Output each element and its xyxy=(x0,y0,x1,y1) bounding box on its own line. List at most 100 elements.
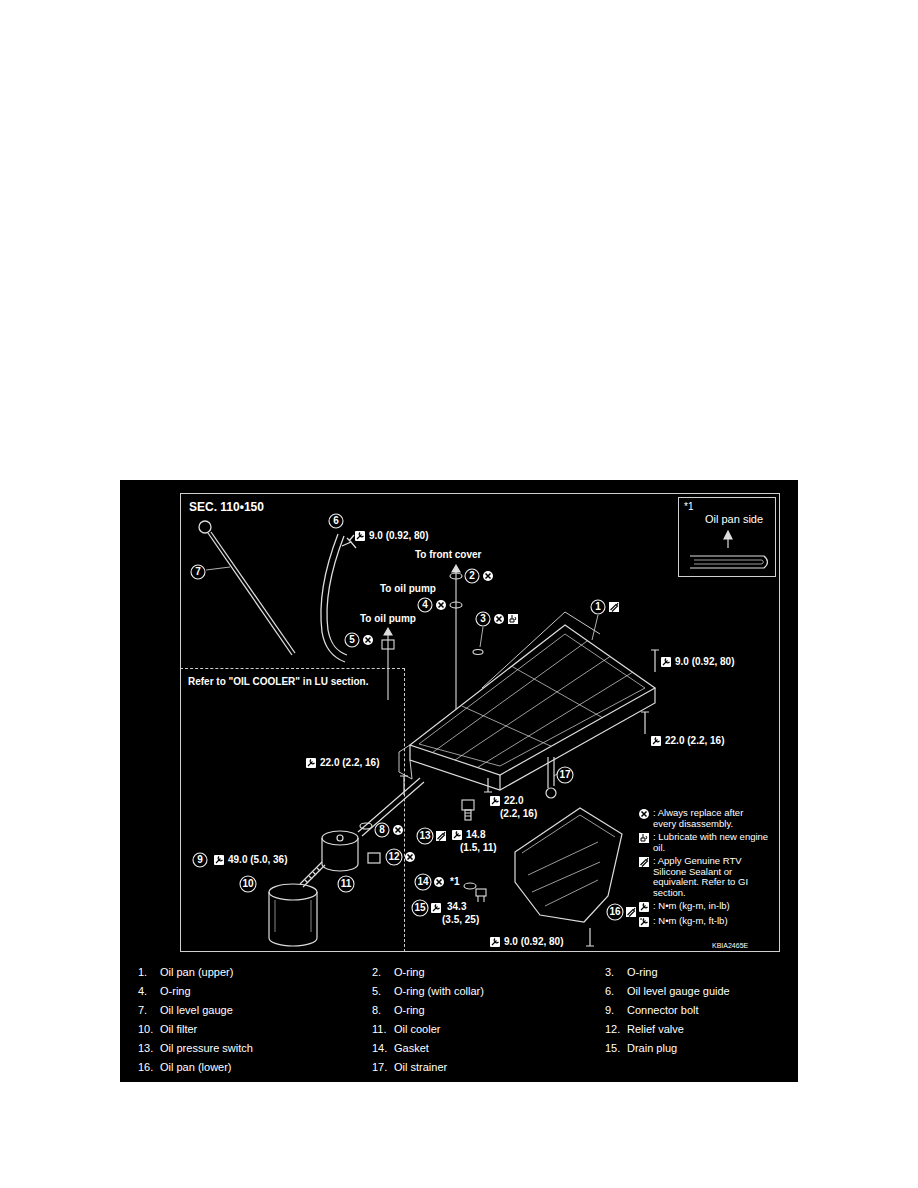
table-cell: Oil filter xyxy=(160,1023,197,1036)
callout-number: 5 xyxy=(343,633,361,647)
oil-pump-orings xyxy=(384,628,392,635)
callout-circle xyxy=(557,767,573,783)
sealant-symbol xyxy=(436,831,446,841)
table-cell: 13. xyxy=(138,1042,153,1055)
oil-cooler-assembly xyxy=(337,835,343,841)
table-cell: 15. xyxy=(605,1042,620,1055)
gauge-guide xyxy=(342,542,356,548)
node-heading: SEC. 110•150 xyxy=(181,494,272,514)
torque-value: 49.0 (5.0, 36) xyxy=(228,854,287,866)
sealant-symbol xyxy=(628,908,636,917)
oil-pump-orings xyxy=(450,573,462,579)
oil-cooler-assembly xyxy=(305,868,320,883)
legend-symbol xyxy=(638,856,650,868)
part-note: (3.5, 25) xyxy=(442,914,479,926)
oil-pressure-switch xyxy=(465,813,471,816)
callout-number: 16 xyxy=(606,905,624,919)
pan-bolts xyxy=(651,650,659,672)
oil-cooler-assembly xyxy=(269,884,317,900)
torque-symbol xyxy=(306,758,316,768)
oil-cooler-assembly xyxy=(269,892,317,946)
table-cell: Gasket xyxy=(394,1042,429,1055)
torque-symbol xyxy=(433,905,440,912)
inset-clamp xyxy=(724,531,732,539)
oil-pump-orings xyxy=(480,627,483,647)
table-cell: 9. xyxy=(605,1004,614,1017)
oil-pan-upper xyxy=(399,745,412,779)
part-note: To oil pump xyxy=(380,583,436,595)
table-cell: Oil pressure switch xyxy=(160,1042,253,1055)
legend-row: : Apply Genuine RTV Silicone Sealant or … xyxy=(638,856,780,898)
table-cell: O-ring (with collar) xyxy=(394,985,484,998)
legend-row: : Lubricate with new engine oil. xyxy=(638,832,780,853)
oil-pan-upper xyxy=(462,667,603,747)
torque-symbol xyxy=(214,855,224,865)
torque-symbol xyxy=(490,937,500,947)
torque-symbol xyxy=(653,738,660,745)
oil-level-gauge xyxy=(206,567,230,570)
table-cell: 3. xyxy=(605,966,614,979)
legend-text: : Apply Genuine RTV Silicone Sealant or … xyxy=(653,856,769,898)
oil-pressure-switch xyxy=(462,800,474,810)
table-cell: Oil pan (lower) xyxy=(160,1061,232,1074)
table-cell: 5. xyxy=(372,985,381,998)
black-panel xyxy=(120,480,798,1082)
callout-circle xyxy=(240,876,256,892)
sealant-symbol xyxy=(609,602,619,612)
part-note: 14.8 xyxy=(466,829,485,841)
replace-symbol xyxy=(396,828,401,833)
pan-bolts xyxy=(484,778,492,792)
table-cell: Drain plug xyxy=(627,1042,677,1055)
part-note: To oil pump xyxy=(360,613,416,625)
callout-circle xyxy=(417,828,433,844)
replace-symbol xyxy=(437,880,442,885)
torque-symbol xyxy=(663,659,670,666)
part-note: *1 xyxy=(450,876,459,888)
table-cell: Oil level gauge guide xyxy=(627,985,730,998)
callout-number: 8 xyxy=(373,823,391,837)
oil-strainer xyxy=(546,788,556,798)
callout-number: 11 xyxy=(337,877,355,891)
replace-symbol xyxy=(408,855,413,860)
table-cell: 16. xyxy=(138,1061,153,1074)
inset-clamp xyxy=(690,531,768,568)
oil-pan-upper xyxy=(433,641,633,768)
legend-text: : N•m (kg-m, ft-lb) xyxy=(653,916,728,927)
symbols xyxy=(191,514,671,947)
sealant-symbol xyxy=(436,831,446,841)
part-note: (1.5, 11) xyxy=(460,842,497,854)
part-note: To front cover xyxy=(415,549,481,561)
table-cell: 10. xyxy=(138,1023,153,1036)
oil-pan-upper xyxy=(410,625,655,775)
callout-number: 7 xyxy=(189,565,207,579)
oil-strainer xyxy=(546,757,557,798)
replace-symbol xyxy=(405,852,415,862)
table-cell: O-ring xyxy=(394,966,425,979)
detail-inset: *1Oil pan side xyxy=(678,497,776,577)
oil-pressure-switch xyxy=(462,800,474,820)
lubricate-symbol xyxy=(508,614,518,624)
legend-row: : N•m (kg-m, in-lb) xyxy=(638,901,780,913)
torque-symbol xyxy=(355,531,365,541)
node-text: Oil pan side xyxy=(679,513,775,526)
callout-circle xyxy=(386,849,402,865)
torque-symbol xyxy=(306,758,316,768)
replace-symbol xyxy=(393,825,403,835)
torque-symbol xyxy=(431,903,441,913)
oil-pump-orings xyxy=(473,650,483,655)
legend-symbol xyxy=(638,808,650,820)
replace-symbol xyxy=(366,638,371,643)
torque-value: 9.0 (0.92, 80) xyxy=(369,530,428,542)
torque-symbol xyxy=(452,830,462,840)
torque-value: 22.0 xyxy=(504,795,523,807)
oil-pump-orings xyxy=(452,565,460,572)
torque-symbol xyxy=(661,657,671,667)
torque-symbol xyxy=(308,760,315,767)
torque-symbol xyxy=(661,657,671,667)
reference-region: Refer to "OIL COOLER" in LU section. xyxy=(180,668,405,952)
oil-pan-lower xyxy=(522,815,615,853)
callout-number: 6 xyxy=(327,514,345,528)
legend: : Always replace after every disassembly… xyxy=(638,808,780,931)
table-cell: Relief valve xyxy=(627,1023,684,1036)
